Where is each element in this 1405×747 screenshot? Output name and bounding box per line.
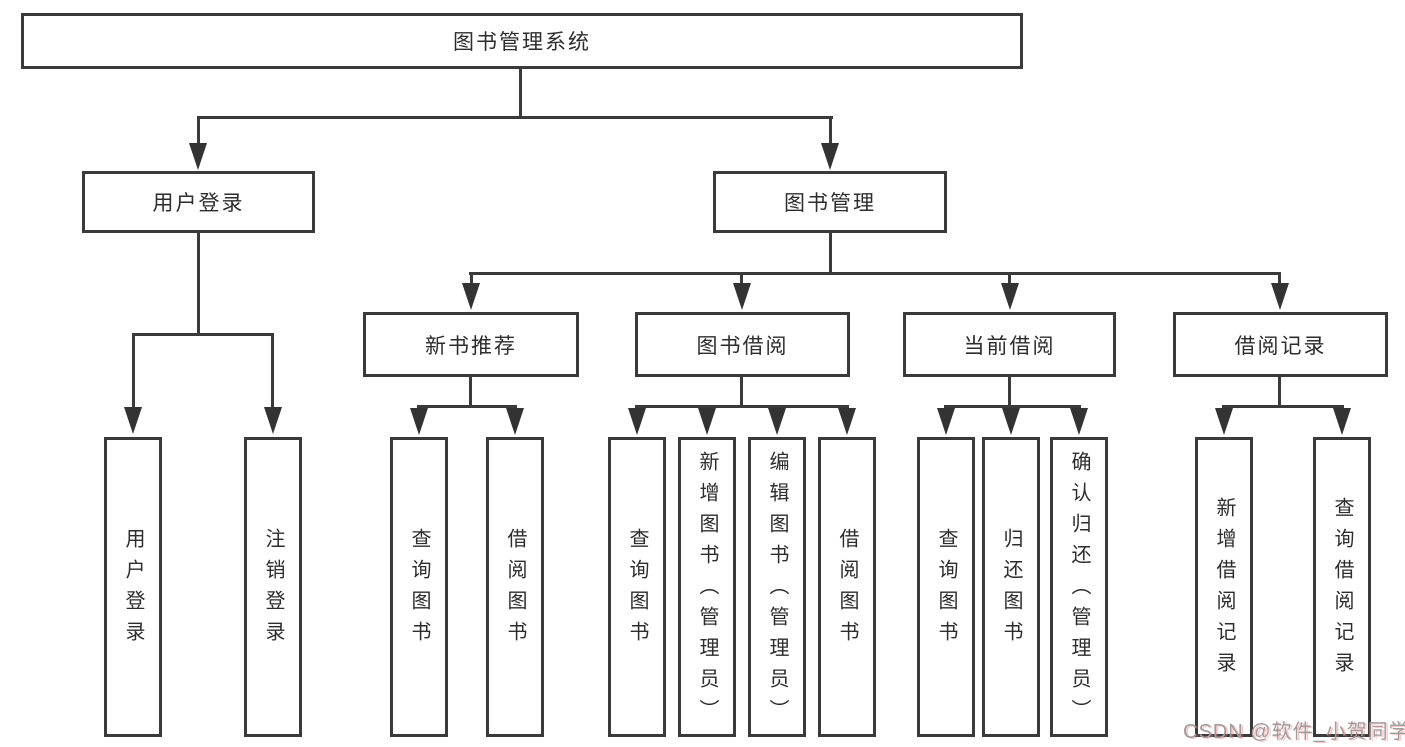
arrowhead-logout-leaf [264,407,282,434]
arrowhead-g3-leaf1 [628,408,646,435]
arrowhead-g4-leaf3 [1070,408,1088,435]
leaf-edit-books-admin-label: 编辑图书（管理员） [766,450,788,730]
leaf-query-books-current-label: 查询图书 [935,528,957,652]
node-user-login-label: 用户登录 [152,192,245,215]
node-borrow-record-label: 借阅记录 [1234,334,1327,358]
connector-to-book-mgmt [829,116,832,148]
leaf-borrow-books-label: 借阅图书 [836,528,858,652]
connector-new-book-bar [417,405,517,408]
arrowhead-book-mgmt [821,143,839,170]
connector-user-login-bar [132,333,274,336]
connector-borrow-record-bar [1222,405,1344,408]
connector-to-borrow-record [1278,272,1281,287]
node-root-library-system: 图书管理系统 [21,13,1023,69]
leaf-query-borrow-record: 查询借阅记录 [1313,437,1371,737]
leaf-add-borrow-record: 新增借阅记录 [1195,437,1253,737]
leaf-query-books-recommend: 查询图书 [390,437,448,737]
connector-book-borrow-stem [740,374,743,407]
leaf-logout: 注销登录 [244,437,302,737]
node-new-book-recommend-label: 新书推荐 [425,334,517,358]
leaf-query-books-borrow: 查询图书 [608,437,666,737]
connector-to-login-leaf [132,333,135,410]
connector-new-book-stem [469,374,472,407]
arrowhead-book-borrow [733,283,751,310]
connector-current-borrow-stem [1008,374,1011,407]
connector-book-mgmt-stem [829,231,832,275]
connector-to-book-borrow [740,272,743,287]
arrowhead-g4-leaf1 [937,408,955,435]
arrowhead-g3-leaf2 [698,408,716,435]
connector-to-user-login [197,116,200,148]
arrowhead-user-login [189,143,207,170]
arrowhead-g2-leaf2 [506,408,524,435]
leaf-borrow-books: 借阅图书 [818,437,876,737]
leaf-confirm-return-admin-label: 确认归还（管理员） [1068,450,1090,730]
connector-to-new-book [470,272,473,287]
node-current-borrow-label: 当前借阅 [963,334,1056,358]
node-book-borrow: 图书借阅 [635,312,850,377]
leaf-confirm-return-admin: 确认归还（管理员） [1050,437,1108,737]
leaf-borrow-books-recommend: 借阅图书 [486,437,544,737]
node-book-management: 图书管理 [713,171,947,233]
connector-level2-bar [197,116,833,119]
connector-book-borrow-bar [635,405,849,408]
arrowhead-g2-leaf1 [410,408,428,435]
arrowhead-borrow-record [1271,283,1289,310]
arrowhead-g3-leaf4 [838,408,856,435]
connector-root-stem [519,66,522,119]
node-new-book-recommend: 新书推荐 [363,312,579,377]
leaf-borrow-books-recommend-label: 借阅图书 [504,528,526,652]
leaf-edit-books-admin: 编辑图书（管理员） [748,437,806,737]
leaf-query-books-borrow-label: 查询图书 [626,528,648,652]
arrowhead-current-borrow [1001,283,1019,310]
leaf-user-login: 用户登录 [104,437,162,737]
arrowhead-g4-leaf2 [1002,408,1020,435]
node-current-borrow: 当前借阅 [903,312,1116,377]
leaf-add-books-admin: 新增图书（管理员） [678,437,736,737]
connector-to-current-borrow [1008,272,1011,287]
leaf-query-borrow-record-label: 查询借阅记录 [1331,497,1353,683]
leaf-add-borrow-record-label: 新增借阅记录 [1213,497,1235,683]
leaf-return-books: 归还图书 [982,437,1040,737]
leaf-query-books-current: 查询图书 [917,437,975,737]
node-book-borrow-label: 图书借阅 [696,334,789,358]
leaf-add-books-admin-label: 新增图书（管理员） [696,450,718,730]
arrowhead-g3-leaf3 [768,408,786,435]
leaf-return-books-label: 归还图书 [1000,528,1022,652]
connector-level3-bar [469,272,1281,275]
watermark: CSDN @软件_小贺同学 [1183,721,1405,743]
connector-user-login-stem [197,231,200,336]
arrowhead-g5-leaf1 [1215,408,1233,435]
node-root-label: 图书管理系统 [453,31,591,54]
node-user-login: 用户登录 [82,171,315,233]
node-borrow-record: 借阅记录 [1173,312,1388,377]
node-book-management-label: 图书管理 [784,192,876,215]
leaf-user-login-label: 用户登录 [122,528,144,652]
arrowhead-g5-leaf2 [1333,408,1351,435]
arrowhead-new-book [462,283,480,310]
connector-borrow-record-stem [1278,374,1281,407]
leaf-query-books-recommend-label: 查询图书 [408,528,430,652]
leaf-logout-label: 注销登录 [262,528,284,652]
connector-to-logout-leaf [271,333,274,410]
arrowhead-login-leaf [124,407,142,434]
connector-current-borrow-bar [944,405,1081,408]
